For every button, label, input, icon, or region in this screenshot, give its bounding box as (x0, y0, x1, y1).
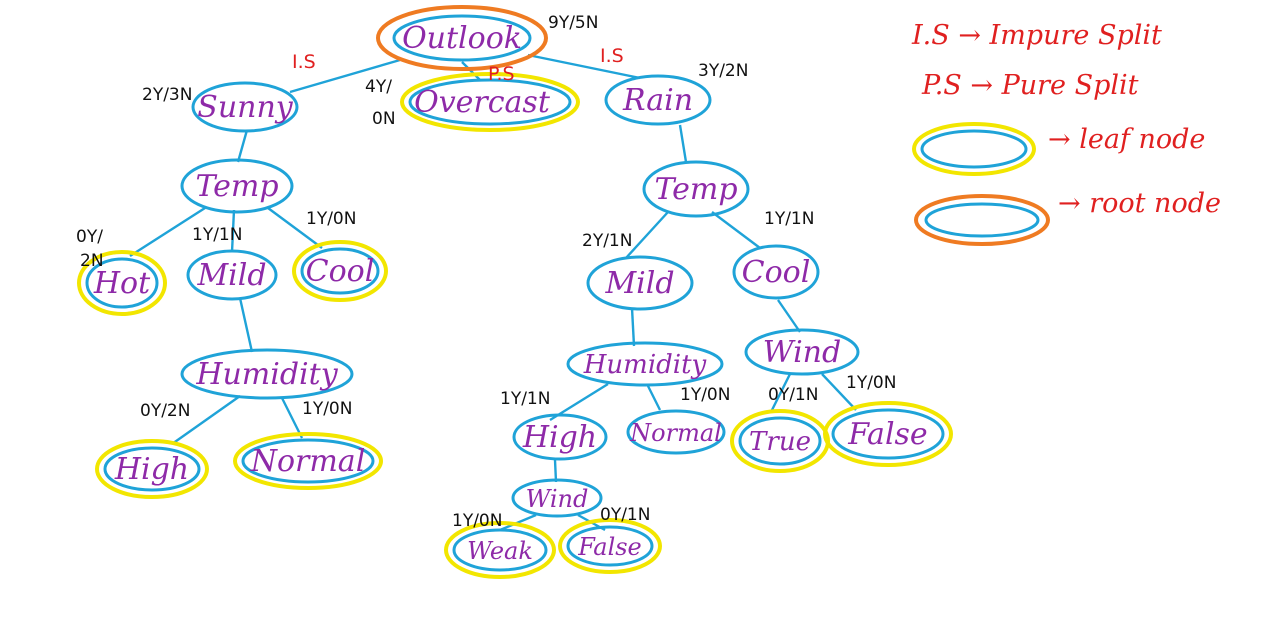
count-high-right: 1Y/1N (500, 389, 550, 409)
node-high-left-leaf: High (95, 439, 209, 499)
edge-humidity-high (171, 395, 241, 445)
node-normal-right: Normal (626, 409, 726, 455)
node-overcast-label: Overcast (414, 85, 551, 120)
legend-root-node: → root node (1058, 188, 1221, 219)
node-high-left-label: High (114, 452, 189, 487)
node-humidity-right-label: Humidity (583, 350, 707, 380)
edge-outlook-rain (527, 53, 641, 80)
node-wind-mid: Wind (511, 478, 603, 518)
count-cool-left: 1Y/0N (306, 209, 356, 229)
node-wind-right-label: Wind (763, 335, 841, 370)
node-true-right-label: True (749, 427, 811, 457)
edge-cool-wind-right (777, 299, 801, 333)
edge-temp-cool (267, 207, 323, 249)
legend-leaf-swatch (912, 122, 1036, 176)
node-high-right: High (512, 413, 608, 461)
node-rain: Rain (604, 74, 712, 126)
legend-impure-split: I.S → Impure Split (911, 20, 1162, 51)
node-outlook-label: Outlook (402, 21, 522, 56)
count-sunny: 2Y/3N (142, 85, 192, 105)
edge-outlook-sunny (289, 58, 401, 94)
count-normal-right: 1Y/0N (680, 385, 730, 405)
node-mild-right-label: Mild (604, 266, 674, 301)
legend-pure-split: P.S → Pure Split (921, 70, 1139, 101)
node-sunny-label: Sunny (197, 90, 294, 125)
edge-temp-mild (230, 209, 236, 253)
node-normal-left-label: Normal (250, 444, 366, 479)
legend: I.S → Impure Split P.S → Pure Split → le… (911, 20, 1221, 246)
node-temp-left: Temp (180, 158, 294, 214)
edge-humidity-normal (280, 397, 304, 439)
edge-wind-false-right (821, 373, 857, 411)
edge-outlook-overcast (461, 61, 481, 81)
edge-mild-humidity-right (630, 307, 636, 347)
node-overcast-leaf: Overcast (400, 72, 580, 132)
count-overcast-top: 4Y/ (365, 77, 392, 97)
node-true-right-leaf: True (730, 409, 830, 473)
legend-leaf-node: → leaf node (1048, 124, 1205, 155)
count-overcast-bottom: 0N (372, 109, 396, 129)
node-wind-right: Wind (744, 328, 860, 376)
count-false-right: 1Y/0N (846, 373, 896, 393)
node-mild-left: Mild (186, 249, 278, 301)
node-temp-right: Temp (642, 160, 750, 218)
node-cool-left-leaf: Cool (292, 240, 388, 302)
node-false-right-label: False (847, 417, 927, 452)
node-humidity-left: Humidity (180, 348, 354, 400)
node-mild-right: Mild (586, 255, 694, 311)
edge-temp-hot (129, 206, 206, 258)
split-label-right: I.S (600, 45, 624, 67)
node-temp-left-label: Temp (195, 169, 278, 204)
count-labels: 9Y/5N 2Y/3N 4Y/ 0N 3Y/2N 0Y/ 2N 1Y/1N 1Y… (76, 13, 896, 531)
node-sunny: Sunny (191, 81, 299, 133)
node-humidity-left-label: Humidity (195, 357, 338, 392)
split-label-left: I.S (292, 51, 316, 73)
node-cool-right: Cool (732, 244, 820, 300)
node-false-right-leaf: False (823, 401, 953, 467)
count-hot-bottom: 2N (80, 251, 104, 271)
node-false-mid-label: False (577, 533, 642, 561)
node-normal-right-label: Normal (629, 419, 722, 447)
count-hot-top: 0Y/ (76, 227, 103, 247)
count-mild-right: 2Y/1N (582, 231, 632, 251)
count-mild-left: 1Y/1N (192, 225, 242, 245)
node-hot-leaf: Hot (77, 250, 167, 316)
edge-temp-cool-right (711, 211, 761, 249)
count-weak: 1Y/0N (452, 511, 502, 531)
node-outlook: Outlook (376, 5, 548, 71)
edge-sunny-temp (236, 129, 249, 163)
node-high-right-label: High (522, 420, 597, 455)
node-rain-label: Rain (622, 83, 693, 118)
node-weak-label: Weak (467, 537, 533, 565)
count-normal-left: 1Y/0N (302, 399, 352, 419)
count-cool-right: 1Y/1N (764, 209, 814, 229)
node-cool-right-label: Cool (742, 255, 811, 290)
node-wind-mid-label: Wind (526, 485, 589, 513)
count-high-left: 0Y/2N (140, 401, 190, 421)
legend-root-swatch (914, 194, 1050, 246)
edge-mild-humidity (238, 297, 254, 353)
node-false-mid-leaf: False (558, 518, 662, 574)
node-temp-right-label: Temp (654, 172, 737, 207)
split-label-middle: P.S (488, 63, 515, 85)
count-rain: 3Y/2N (698, 61, 748, 81)
count-true-right: 0Y/1N (768, 385, 818, 405)
edge-wind-true (770, 373, 792, 411)
node-humidity-right: Humidity (566, 341, 724, 387)
node-mild-left-label: Mild (196, 258, 266, 293)
edge-high-wind (553, 459, 558, 483)
node-hot-label: Hot (93, 266, 151, 301)
count-outlook: 9Y/5N (548, 13, 598, 33)
count-false-mid: 0Y/1N (600, 505, 650, 525)
node-weak-leaf: Weak (444, 521, 556, 579)
edge-temp-mild-right (625, 211, 669, 259)
edge-rain-temp (678, 124, 688, 163)
node-normal-left-leaf: Normal (233, 432, 383, 490)
node-cool-left-label: Cool (306, 254, 375, 289)
edge-humidity-normal-right (646, 385, 662, 411)
